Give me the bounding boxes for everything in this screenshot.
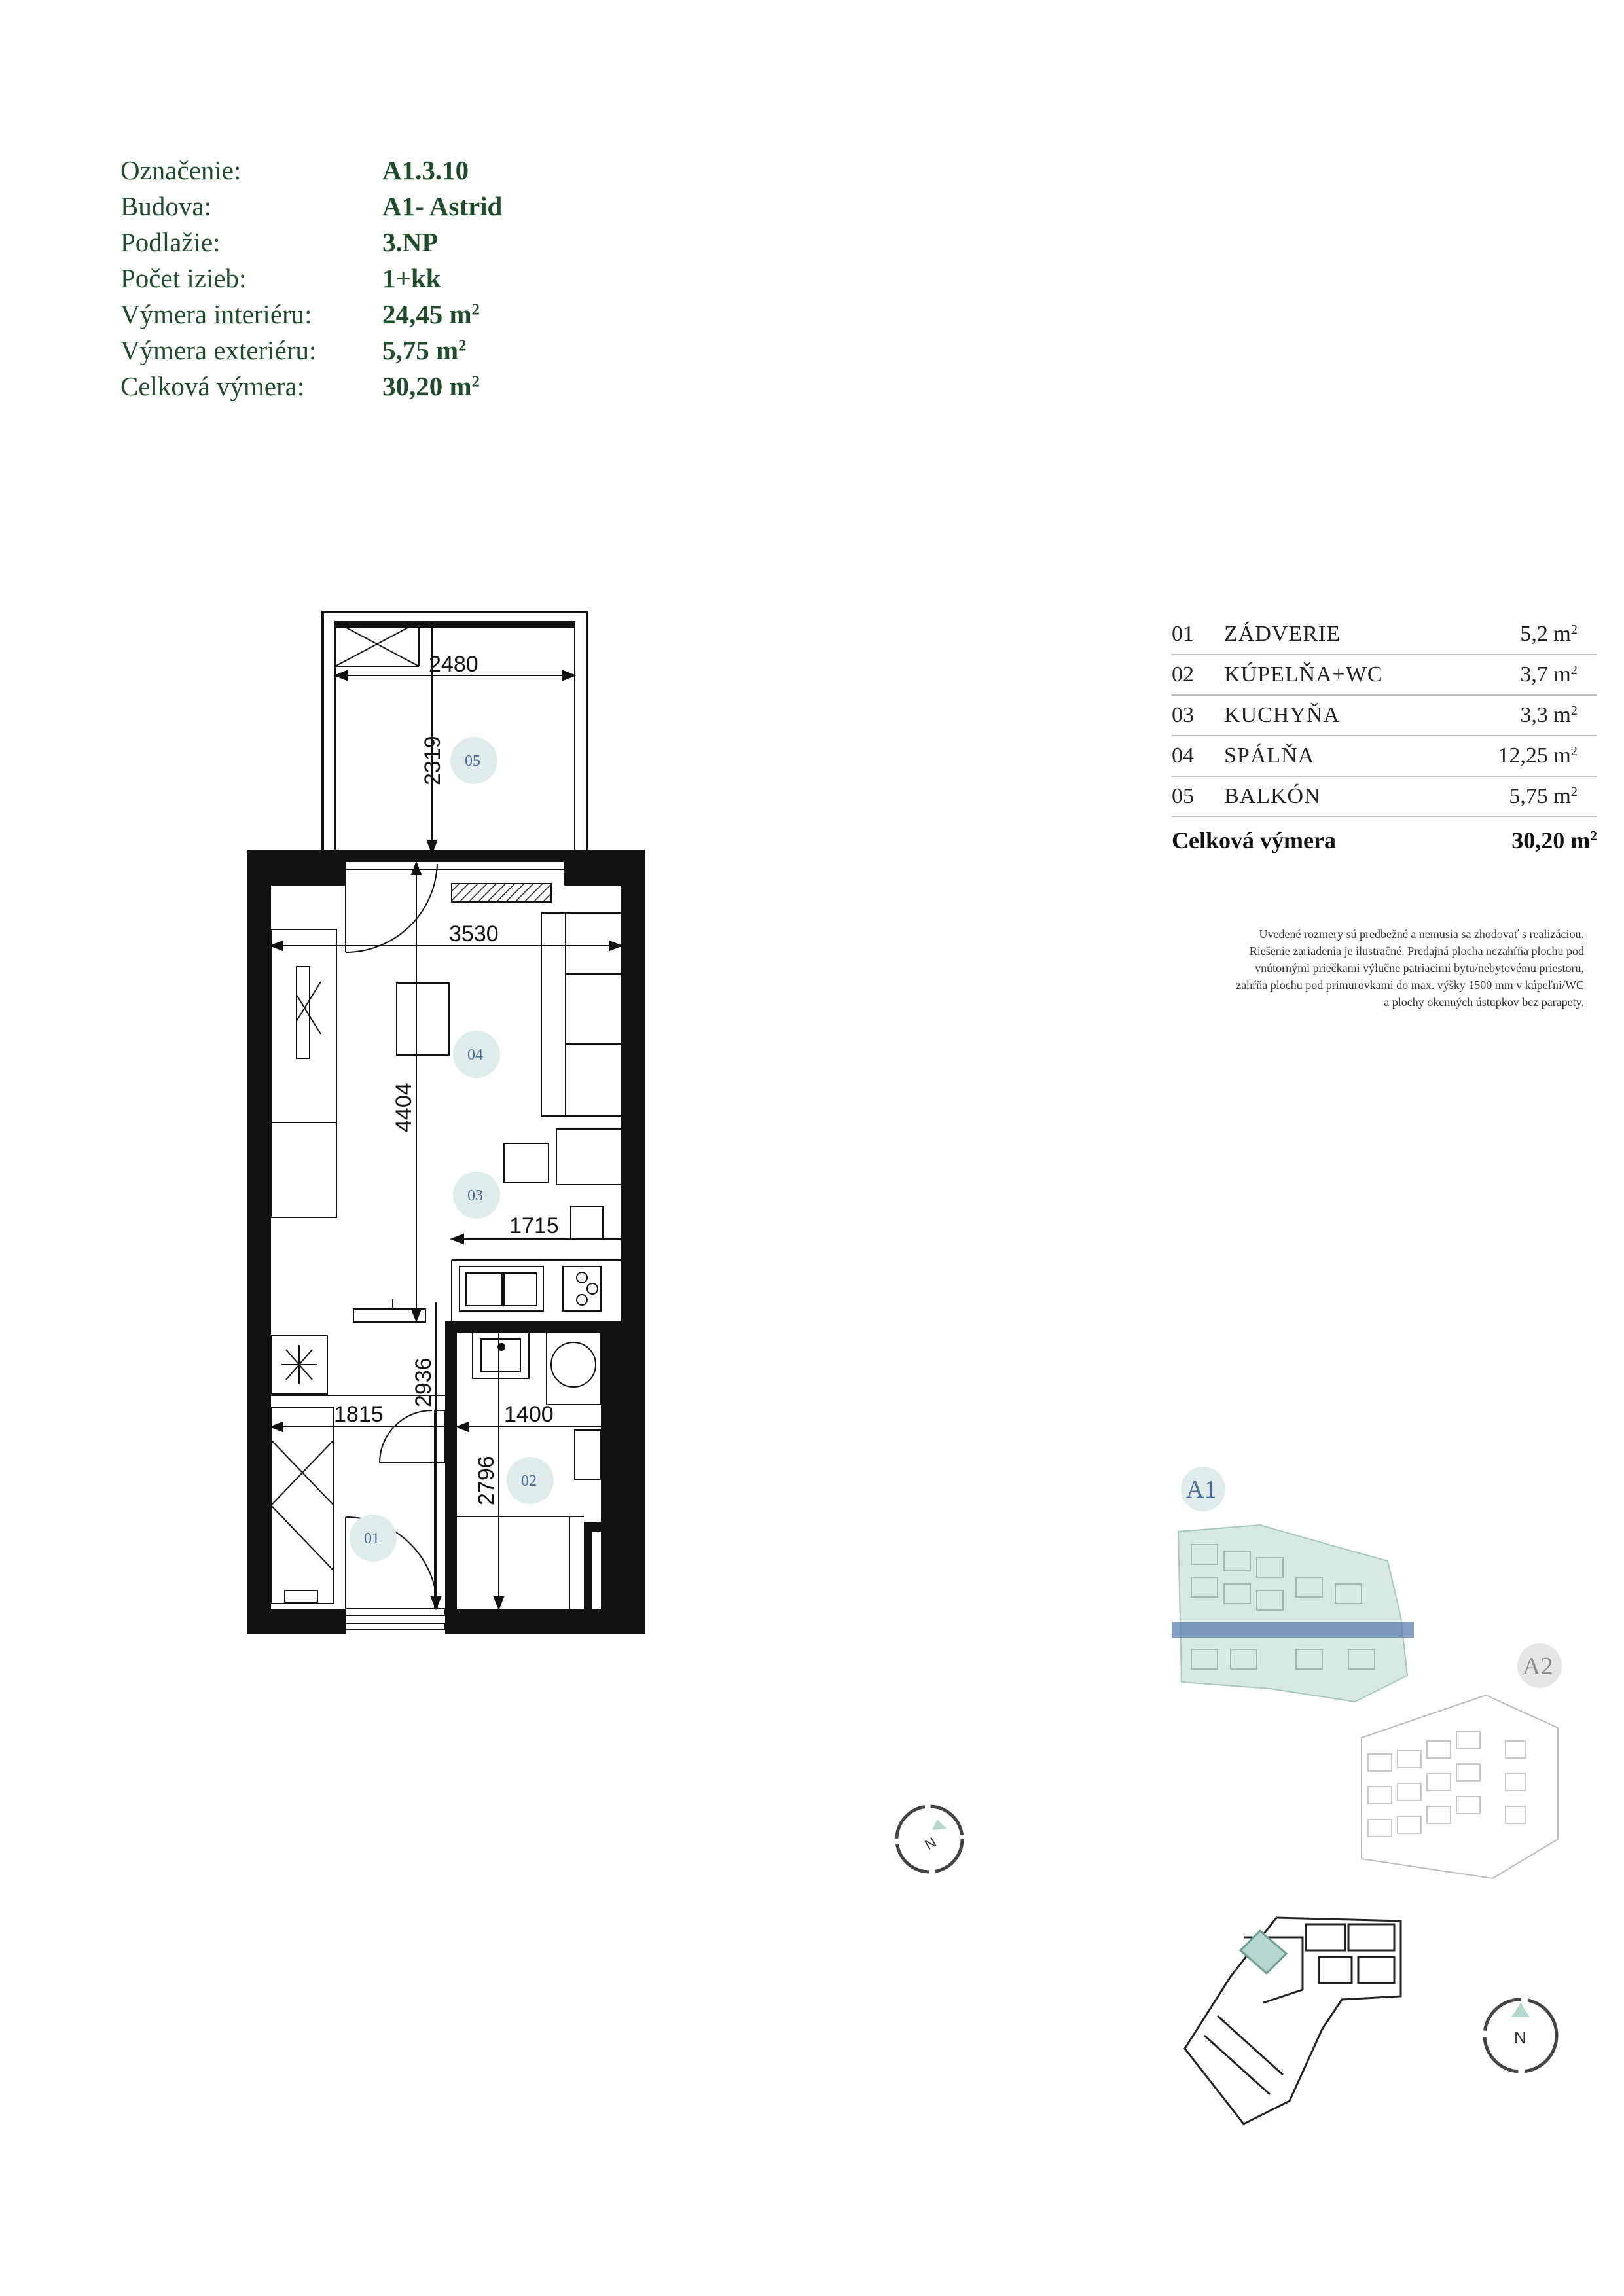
spec-row: Budova: A1- Astrid <box>120 188 502 224</box>
table <box>396 982 450 1056</box>
total-row: Celková výmera 30,20 m2 <box>1172 817 1597 863</box>
dim-balcony-depth: 2319 <box>420 736 445 785</box>
bath-door-swing <box>379 1410 433 1463</box>
spec-label: Celková výmera: <box>120 370 305 401</box>
room-name: BALKÓN <box>1224 784 1321 808</box>
dim-balcony-width: 2480 <box>429 652 478 677</box>
room-row: 01 ZÁDVERIE 5,2 m2 <box>1172 615 1597 655</box>
total-label: Celková výmera <box>1172 827 1336 853</box>
badge-05 <box>450 737 497 784</box>
room-number: 02 <box>1172 662 1194 687</box>
note-line: Riešenie zariadenia je ilustračné. Preda… <box>1249 944 1584 958</box>
compass-icon: N <box>895 1804 964 1874</box>
spec-label: Podlažie: <box>120 226 221 257</box>
dim-room-length: 4404 <box>391 1083 416 1132</box>
hall-cabinets <box>270 1335 334 1604</box>
spec-value: 5,75 m2 <box>382 334 467 365</box>
badge-05-label: 05 <box>465 753 480 770</box>
room-area: 12,25 m2 <box>1498 744 1578 768</box>
spec-row: Výmera exteriéru: 5,75 m2 <box>120 332 502 368</box>
room-area: 5,2 m2 <box>1520 622 1578 646</box>
spec-value: A1- Astrid <box>382 190 503 221</box>
dim-room-width: 3530 <box>449 922 499 946</box>
room-badges <box>350 737 554 1562</box>
compass-north-icon: N <box>1483 1998 1559 2073</box>
spec-label: Budova: <box>120 190 211 221</box>
room-row: 02 KÚPELŇA+WC 3,7 m2 <box>1172 655 1597 696</box>
building-a1-sketch: A1 <box>1172 1467 1414 1703</box>
room-table: 01 ZÁDVERIE 5,2 m2 02 KÚPELŇA+WC 3,7 m2 03 KUCH… <box>1172 615 1597 863</box>
badge-texts: 05 04 03 02 01 <box>364 753 537 1547</box>
room-name: ZÁDVERIE <box>1224 622 1341 646</box>
spec-row: Celková výmera: 30,20 m2 <box>120 368 502 404</box>
floor-plan <box>247 611 645 1634</box>
room-row: 03 KUCHYŇA 3,3 m2 <box>1172 696 1597 736</box>
total-value: 30,20 m2 <box>1511 827 1597 853</box>
badge-01 <box>350 1515 397 1562</box>
note-line: a plochy okenných ústupkov bez parapety. <box>1384 996 1584 1009</box>
spec-value: 3.NP <box>382 226 439 257</box>
shelf <box>353 1308 426 1323</box>
bathroom-fixtures <box>457 1332 602 1609</box>
spec-row: Označenie: A1.3.10 <box>120 152 502 188</box>
dim-hall-length: 2936 <box>411 1357 436 1407</box>
exterior-walls <box>247 850 645 1634</box>
spec-value: 30,20 m2 <box>382 370 480 401</box>
room-number: 01 <box>1172 622 1194 646</box>
balcony <box>321 611 588 861</box>
badge-02-label: 02 <box>521 1473 537 1490</box>
building-a2-label: A2 <box>1523 1653 1553 1680</box>
room-name: KÚPELŇA+WC <box>1224 662 1383 687</box>
note-line: vnútornými priečkami výlučne patriacimi … <box>1255 961 1584 975</box>
spec-row: Podlažie: 3.NP <box>120 224 502 260</box>
spec-row: Počet izieb: 1+kk <box>120 260 502 296</box>
spec-value: 24,45 m2 <box>382 298 480 329</box>
wardrobe <box>270 929 337 1218</box>
room-area: 5,75 m2 <box>1509 784 1578 808</box>
disclaimer-note: Uvedené rozmery sú predbežné a nemusia s… <box>1152 925 1584 1011</box>
badge-02 <box>507 1457 554 1504</box>
dim-hall-width: 1815 <box>334 1402 384 1427</box>
note-line: zahŕňa plochu pod primurovkami do max. v… <box>1236 978 1584 992</box>
room-number: 03 <box>1172 703 1194 727</box>
room-number: 05 <box>1172 784 1194 808</box>
badge-04-label: 04 <box>467 1047 483 1064</box>
building-a1-label: A1 <box>1186 1476 1216 1503</box>
dim-bath-length: 2796 <box>474 1456 499 1505</box>
badge-03-label: 03 <box>467 1187 483 1204</box>
badge-01-label: 01 <box>364 1530 380 1547</box>
sofa <box>541 912 622 1117</box>
dimension-texts: 2480 2319 3530 4404 1715 2936 1815 1400 … <box>334 652 559 1505</box>
door-swing <box>345 863 438 953</box>
room-area: 3,7 m2 <box>1520 662 1578 687</box>
note-line: Uvedené rozmery sú predbežné a nemusia s… <box>1259 927 1584 941</box>
dimension-lines <box>269 622 623 1611</box>
room-area: 3,3 m2 <box>1520 703 1578 727</box>
room-row: 04 SPÁLŇA 12,25 m2 <box>1172 736 1597 777</box>
compass-north-letter: N <box>1514 2028 1526 2047</box>
badge-03 <box>453 1172 500 1219</box>
spec-label: Výmera exteriéru: <box>120 334 317 365</box>
room-number: 04 <box>1172 744 1194 768</box>
badge-04 <box>453 1031 500 1078</box>
spec-label: Označenie: <box>120 154 242 185</box>
room-name: SPÁLŇA <box>1224 744 1315 768</box>
spec-label: Počet izieb: <box>120 262 247 293</box>
room-name: KUCHYŇA <box>1224 703 1340 727</box>
spec-value: 1+kk <box>382 262 441 293</box>
radiator <box>451 883 552 903</box>
compass-letter: N <box>922 1834 939 1854</box>
spec-row: Výmera interiéru: 24,45 m2 <box>120 296 502 332</box>
room-row: 05 BALKÓN 5,75 m2 <box>1172 777 1597 817</box>
spec-label: Výmera interiéru: <box>120 298 312 329</box>
dim-kitchen-width: 1715 <box>509 1213 559 1238</box>
site-plan <box>1183 1916 1402 2125</box>
dim-bath-width: 1400 <box>504 1402 554 1427</box>
spec-value: A1.3.10 <box>382 154 469 185</box>
building-a2-sketch: A2 <box>1361 1643 1562 1880</box>
